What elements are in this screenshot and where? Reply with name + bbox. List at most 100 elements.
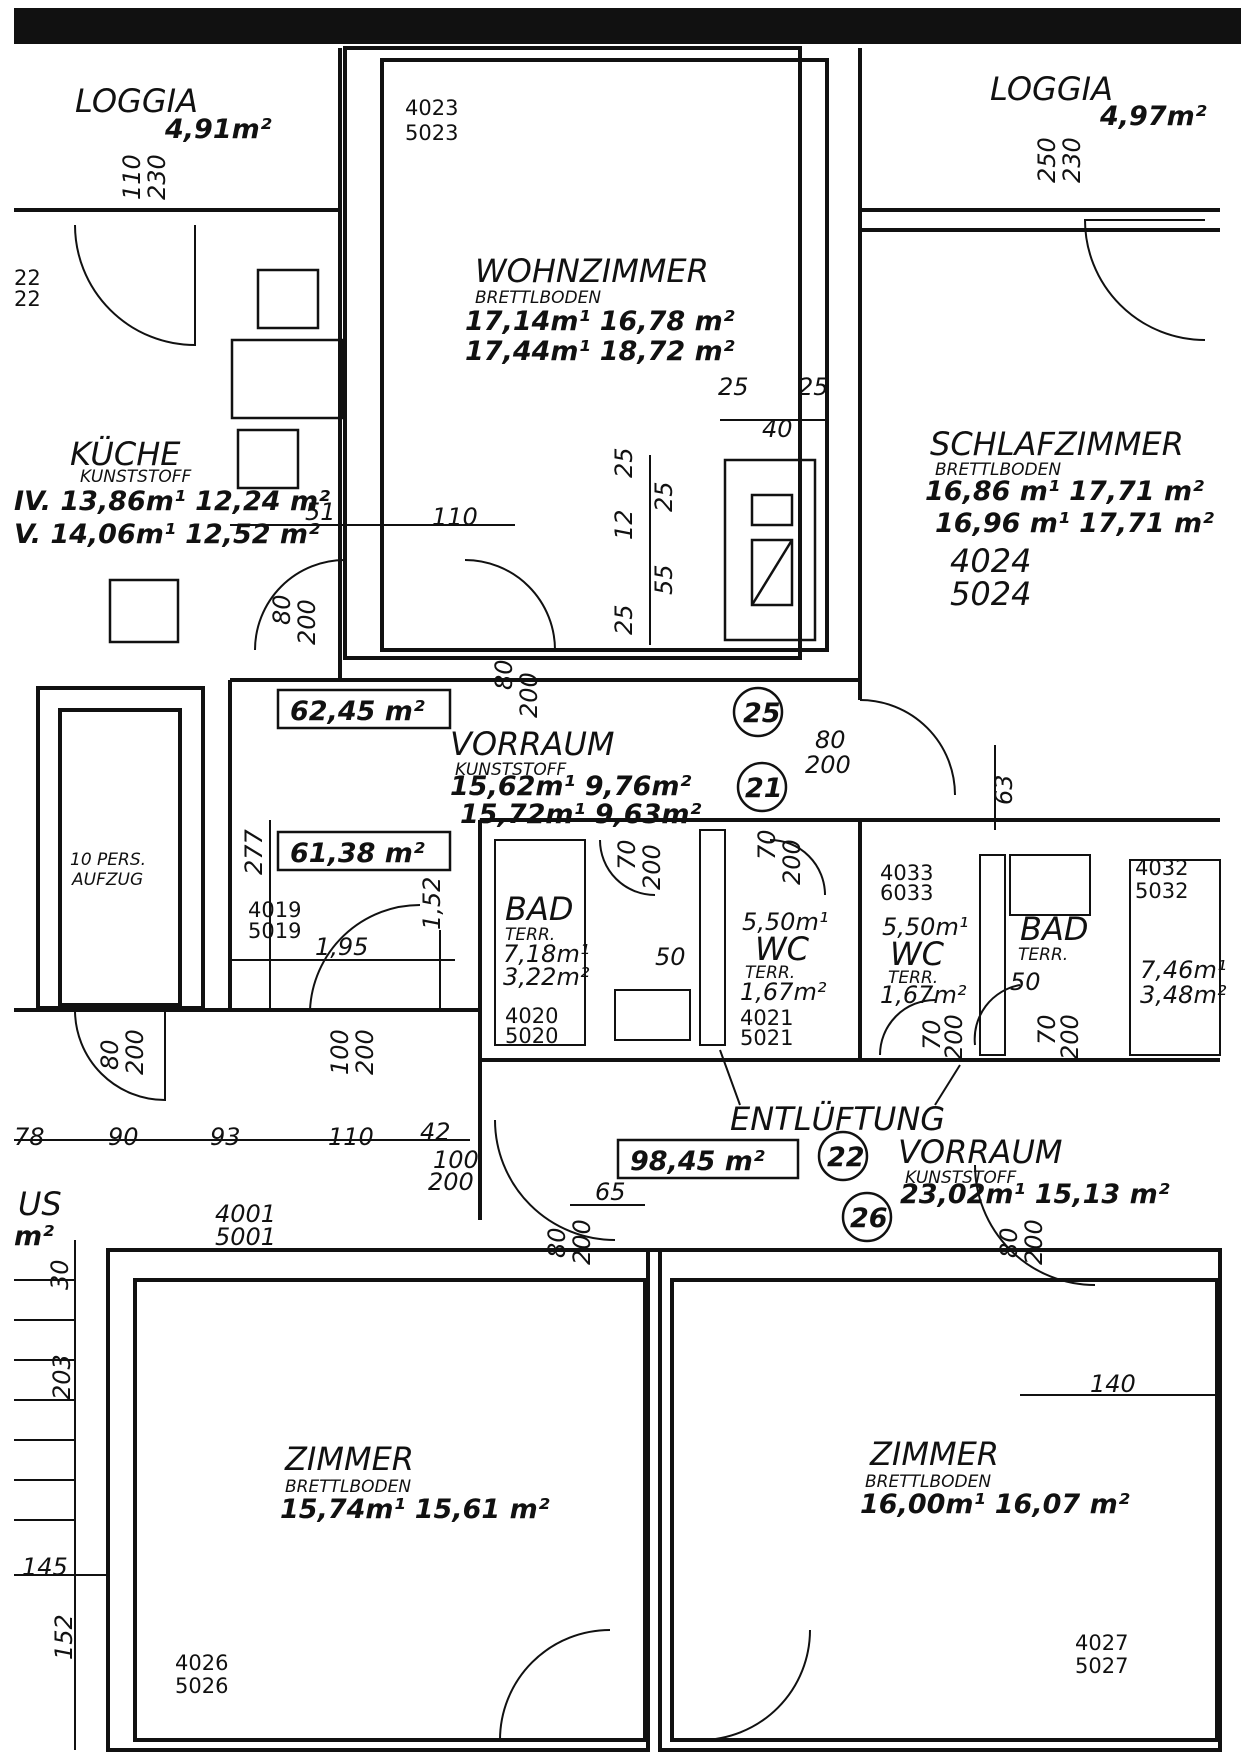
svg-text:145: 145	[22, 1553, 68, 1581]
stairs	[14, 1279, 75, 1521]
room-area: 7,46m¹	[1140, 956, 1226, 984]
room-code: 4023	[405, 96, 458, 120]
room-floor: BRETTLBODEN	[865, 1472, 991, 1492]
room-loggia-left: LOGGIA 4,91m²	[75, 82, 272, 145]
room-area: 16,86 m¹ 17,71 m²	[925, 476, 1204, 507]
svg-text:100: 100	[326, 1029, 354, 1075]
room-vorraum-lower: VORRAUM KUNSTSTOFF 23,02m¹ 15,13 m²	[898, 1133, 1170, 1210]
svg-text:110: 110	[118, 154, 146, 200]
svg-text:200: 200	[568, 1219, 596, 1265]
svg-text:200: 200	[805, 751, 851, 779]
room-code: 5026	[175, 1674, 228, 1698]
svg-text:70: 70	[918, 1019, 946, 1050]
svg-text:250: 250	[1033, 137, 1061, 183]
room-name: VORRAUM	[898, 1133, 1062, 1171]
svg-text:70: 70	[753, 829, 781, 860]
circled-number-26: 26	[841, 1191, 893, 1243]
svg-text:78: 78	[14, 1123, 45, 1151]
room-area: 4,91m²	[164, 114, 272, 145]
room-area: 1,67m²	[740, 978, 827, 1006]
svg-text:40: 40	[762, 415, 793, 443]
misc-labels: ENTLÜFTUNG 22 22 4019 5019 4001 5001	[14, 266, 961, 1251]
svg-text:200: 200	[515, 672, 543, 718]
room-name: LOGGIA	[75, 82, 198, 120]
svg-text:200: 200	[638, 844, 666, 890]
total-area-box-1: 62,45 m²	[276, 688, 452, 730]
svg-text:51: 51	[305, 498, 336, 526]
code-label: 5001	[215, 1223, 276, 1251]
room-area: 15,62m¹ 9,76m²	[450, 771, 692, 802]
svg-text:230: 230	[1058, 137, 1086, 183]
svg-text:200: 200	[940, 1014, 968, 1060]
svg-text:25: 25	[610, 604, 638, 635]
room-code: 5020	[505, 1024, 558, 1048]
svg-text:93: 93	[210, 1123, 241, 1151]
room-floor: TERR.	[505, 925, 555, 945]
room-floor: TERR.	[888, 968, 938, 988]
svg-text:200: 200	[1056, 1014, 1084, 1060]
room-code: 4024	[950, 542, 1031, 580]
room-code: 6033	[880, 881, 933, 905]
room-code: 4033	[880, 861, 933, 885]
room-area: 5,50m¹	[742, 908, 828, 936]
svg-text:200: 200	[428, 1168, 474, 1196]
room-floor: BRETTLBODEN	[285, 1477, 411, 1497]
walls	[14, 46, 1222, 1752]
circled-number-22: 22	[817, 1130, 869, 1182]
svg-text:65: 65	[595, 1178, 626, 1206]
elevator-label: AUFZUG	[71, 870, 143, 890]
total-area-box-3: 98,45 m²	[616, 1138, 800, 1180]
doors	[74, 219, 1206, 1741]
room-zimmer-left: ZIMMER BRETTLBODEN 15,74m¹ 15,61 m² 4026…	[175, 1440, 550, 1698]
room-name: LOGGIA	[990, 70, 1113, 108]
room-area: m²	[14, 1221, 54, 1252]
room-name: ZIMMER	[869, 1435, 999, 1473]
svg-text:25: 25	[743, 698, 781, 729]
svg-text:90: 90	[108, 1123, 139, 1151]
svg-text:200: 200	[1020, 1219, 1048, 1265]
room-name: WOHNZIMMER	[475, 252, 709, 290]
room-vorraum-upper: VORRAUM KUNSTSTOFF 15,62m¹ 9,76m² 15,72m…	[450, 725, 702, 830]
svg-text:200: 200	[121, 1029, 149, 1075]
svg-text:80: 80	[995, 1227, 1023, 1258]
svg-text:25: 25	[798, 373, 829, 401]
room-haus-fragment: US m²	[14, 1185, 62, 1252]
room-code: 5024	[950, 575, 1031, 613]
svg-text:140: 140	[1090, 1370, 1136, 1398]
svg-text:110: 110	[328, 1123, 374, 1151]
room-floor: KUNSTSTOFF	[80, 467, 192, 487]
room-name: WC	[755, 930, 810, 968]
room-wc-right: 4033 6033 5,50m¹ WC TERR. 1,67m²	[880, 861, 968, 1009]
room-loggia-right: LOGGIA 4,97m²	[990, 70, 1207, 132]
svg-text:55: 55	[650, 564, 678, 595]
room-name: VORRAUM	[450, 725, 614, 763]
svg-text:42: 42	[420, 1118, 451, 1146]
svg-text:110: 110	[432, 503, 478, 531]
total-area-box-2: 61,38 m²	[276, 830, 452, 872]
svg-text:200: 200	[778, 839, 806, 885]
room-area: 15,72m¹ 9,63m²	[460, 799, 702, 830]
total-area: 62,45 m²	[290, 696, 425, 727]
room-code: 5023	[405, 121, 458, 145]
svg-text:277: 277	[240, 828, 268, 875]
svg-text:30: 30	[46, 1259, 74, 1290]
room-kueche: KÜCHE KUNSTSTOFF IV. 13,86m¹ 12,24 m² V.…	[14, 435, 330, 550]
room-code: 5021	[740, 1026, 793, 1050]
room-floor: BRETTLBODEN	[475, 288, 601, 308]
room-floor: KUNSTSTOFF	[905, 1168, 1017, 1188]
fixtures	[108, 268, 817, 644]
room-area: V. 14,06m¹ 12,52 m²	[14, 519, 320, 550]
room-area: 23,02m¹ 15,13 m²	[900, 1179, 1170, 1210]
room-area: 5,50m¹	[882, 913, 968, 941]
room-name: SCHLAFZIMMER	[930, 425, 1184, 463]
svg-text:203: 203	[48, 1354, 76, 1400]
svg-text:230: 230	[143, 154, 171, 200]
room-area: 3,48m²	[1140, 981, 1227, 1009]
svg-text:70: 70	[1033, 1014, 1061, 1045]
room-zimmer-right: ZIMMER BRETTLBODEN 16,00m¹ 16,07 m² 4027…	[860, 1435, 1130, 1678]
svg-text:80: 80	[490, 659, 518, 690]
room-area: 16,00m¹ 16,07 m²	[860, 1489, 1130, 1520]
room-name: BAD	[1020, 910, 1088, 948]
room-area: IV. 13,86m¹ 12,24 m²	[14, 486, 330, 517]
